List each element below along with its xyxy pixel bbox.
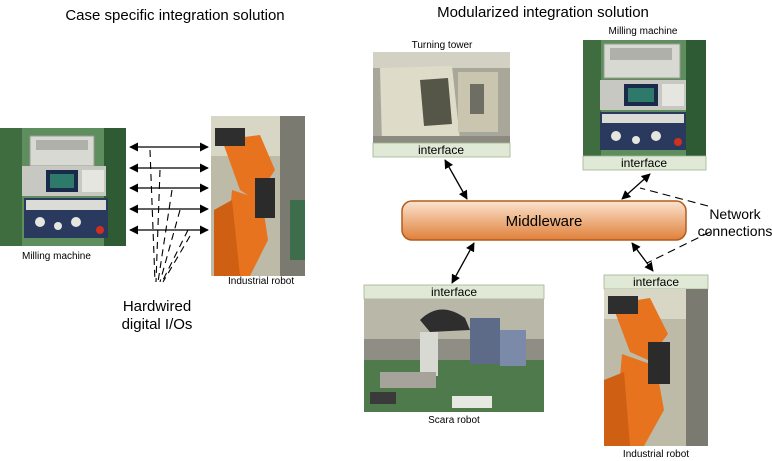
robot-label-right: Industrial robot [623,449,689,460]
right-title: Modularized integration solution [437,4,649,21]
arrow-turning-middleware [444,159,468,200]
middleware-box: Middleware [401,200,687,241]
scara-label: Scara robot [428,415,480,426]
robot-interface-label: interface [633,275,679,289]
turning-interface-label: interface [418,143,464,157]
arrow-milling-middleware [621,173,651,200]
turning-tower-photo [373,52,510,146]
io-fan-lines [149,149,191,283]
hardwired-io-arrows [129,142,209,235]
middleware-label: Middleware [506,213,583,230]
milling-label-left: Milling machine [22,251,91,262]
network-pointers [639,187,711,264]
arrow-robot-middleware [631,242,654,272]
scara-interface-label: interface [431,285,477,299]
left-title: Case specific integration solution [65,7,284,24]
robot-label-left: Industrial robot [228,276,294,287]
io-label-line2: digital I/Os [122,316,193,333]
milling-machine-photo-left [0,128,126,246]
middleware-arrows [444,159,654,284]
scara-interface-band: interface [363,284,545,300]
turning-interface-band: interface [372,142,511,158]
arrow-scara-middleware [451,242,475,284]
turning-label: Turning tower [412,40,473,51]
milling-label-right: Milling machine [609,26,678,37]
milling-interface-band: interface [582,155,707,171]
robot-interface-band: interface [603,274,709,290]
industrial-robot-photo-left [211,116,305,276]
network-label-line1: Network [709,206,761,222]
network-label-line2: connections [698,223,772,239]
industrial-robot-photo-right [604,289,708,446]
io-label-line1: Hardwired [123,298,191,315]
milling-interface-label: interface [621,156,667,170]
scara-robot-photo [364,299,544,412]
milling-machine-photo-right [583,40,706,156]
